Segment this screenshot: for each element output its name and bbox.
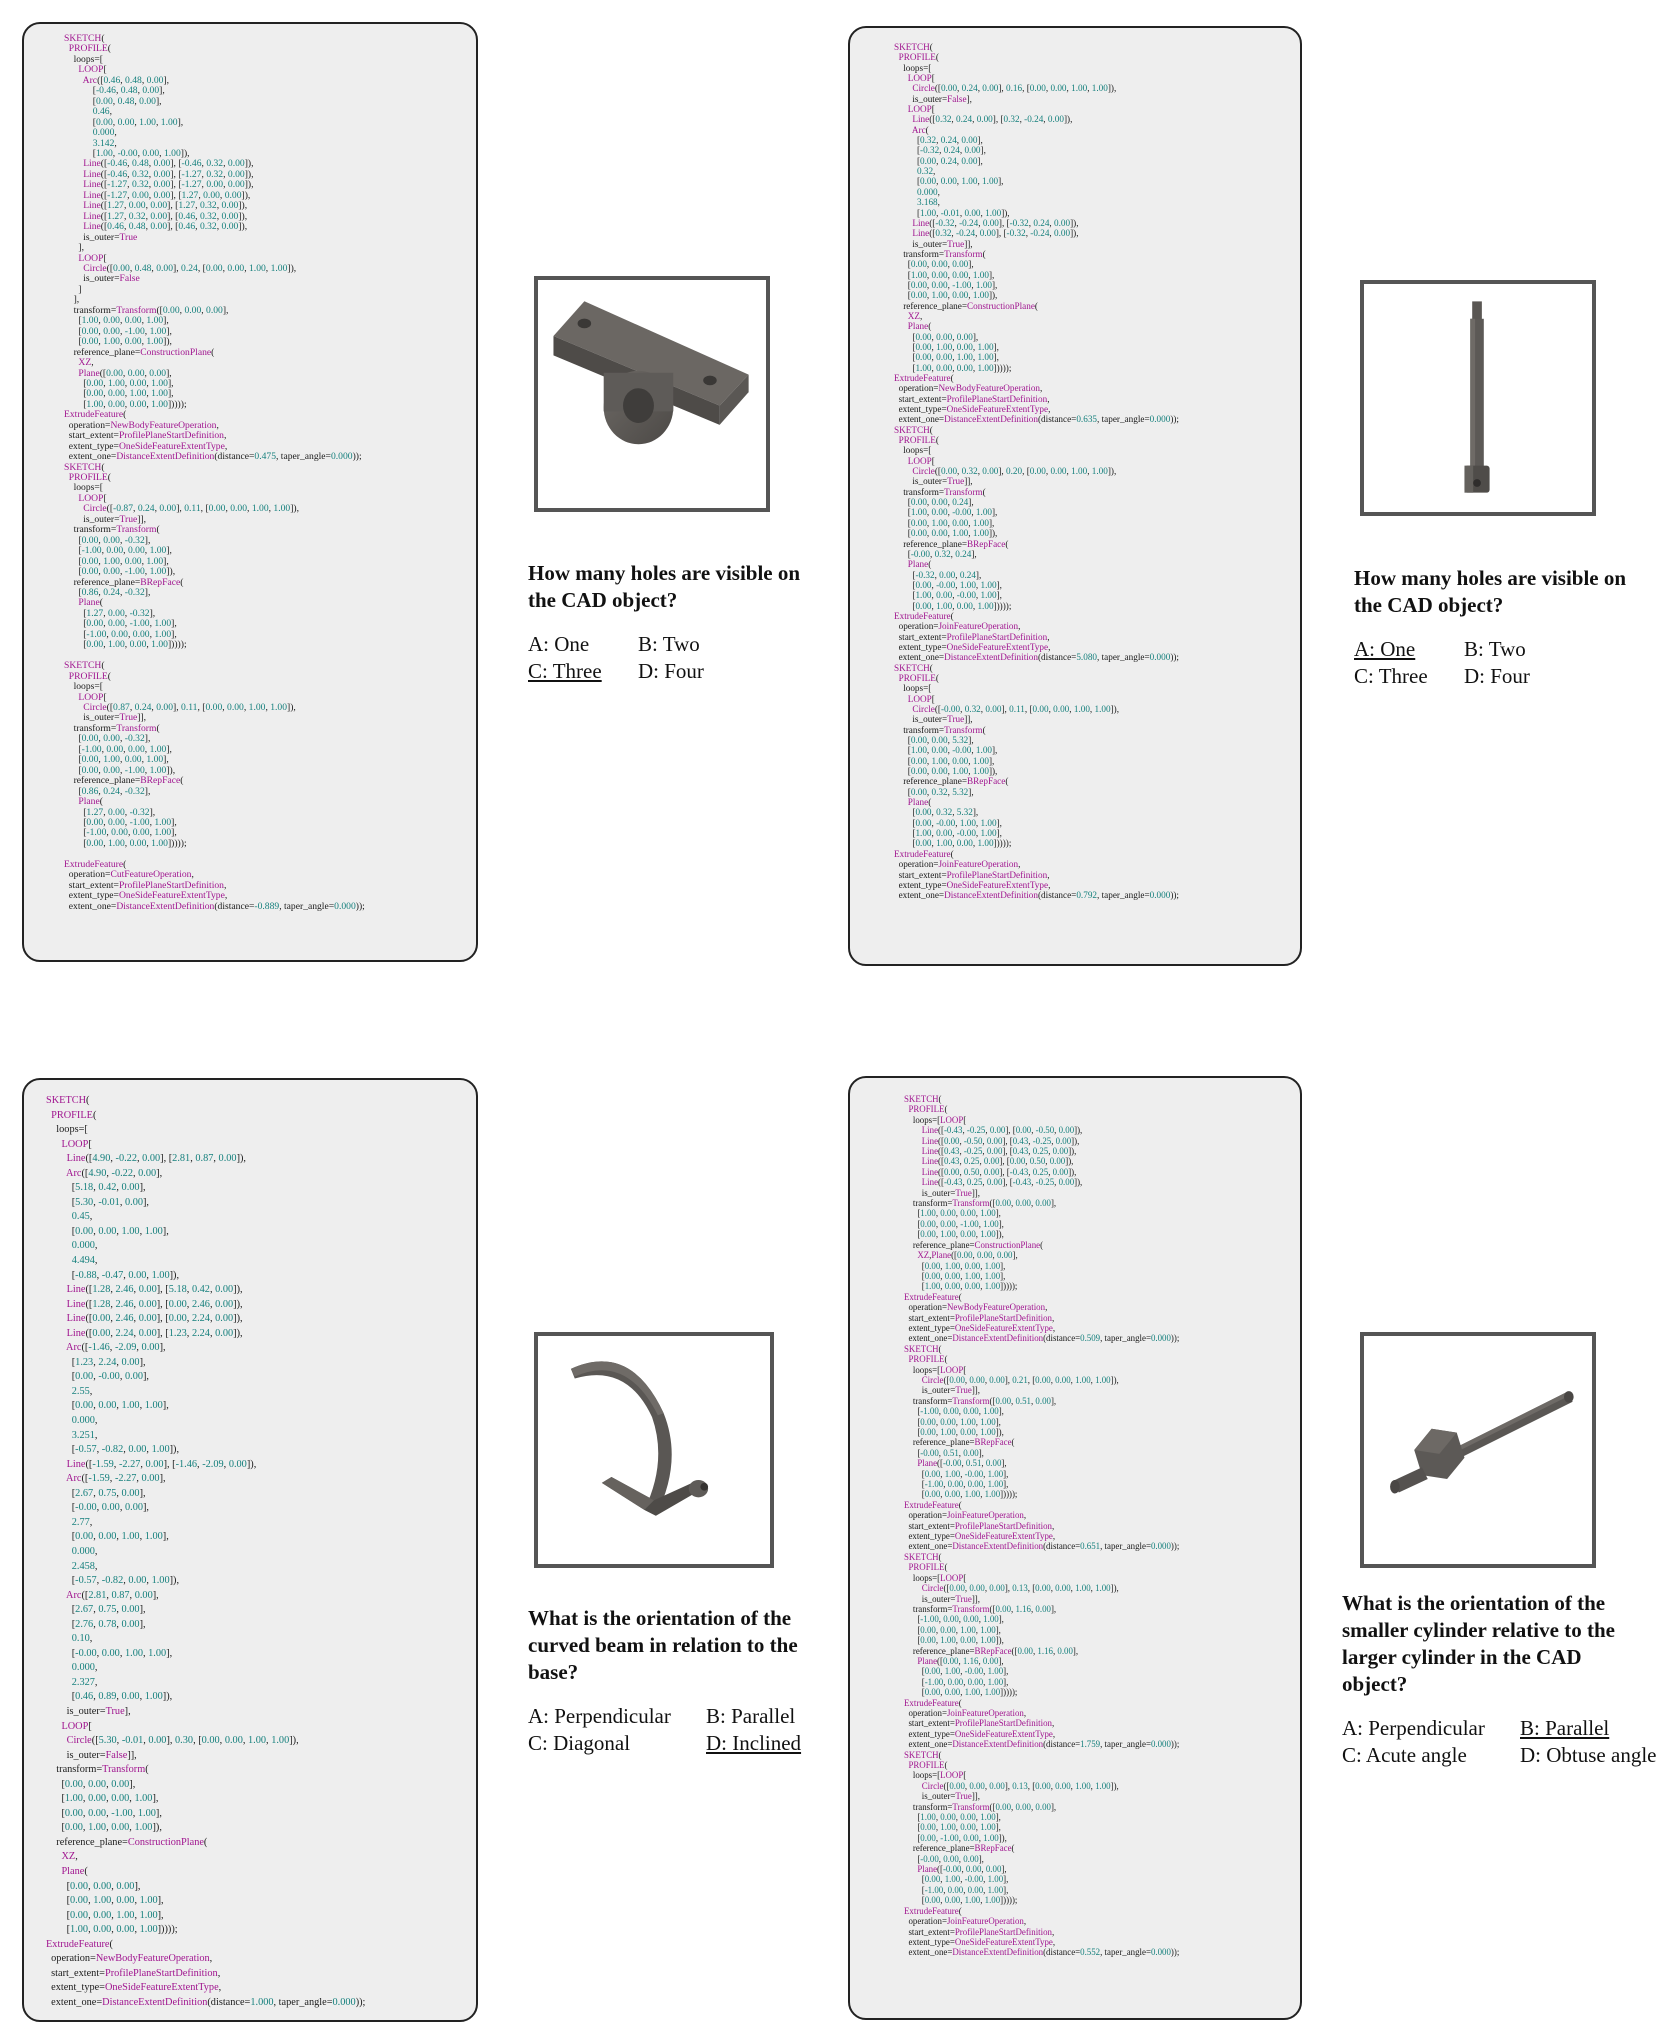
- cad-curved-beam-icon: [570, 1361, 709, 1516]
- answer-option-a[interactable]: A: One: [1354, 637, 1416, 661]
- cad-render-3: [534, 1332, 774, 1568]
- answer-option-a[interactable]: A: Perpendicular: [1342, 1716, 1485, 1740]
- answer-option-d[interactable]: D: Obtuse angle: [1520, 1743, 1657, 1767]
- answer-option-d[interactable]: D: Four: [1464, 664, 1530, 688]
- answer-row: C: Acute angle D: Obtuse angle: [1342, 1742, 1656, 1769]
- answer-option-d[interactable]: D: Inclined: [706, 1731, 802, 1755]
- code-panel-4: SKETCH( PROFILE( loops=[LOOP[ Line([-0.4…: [848, 1076, 1302, 2020]
- code-text: SKETCH( PROFILE( loops=[ LOOP[ Line([4.9…: [46, 1095, 366, 2008]
- answer-option-c[interactable]: C: Diagonal: [528, 1731, 631, 1755]
- code-panel-2: SKETCH( PROFILE( loops=[ LOOP[ Circle([0…: [848, 26, 1302, 966]
- question-text: How many holes are visible on the CAD ob…: [528, 561, 801, 612]
- question-text: How many holes are visible on the CAD ob…: [1354, 566, 1627, 617]
- answer-row: A: One B: Two: [528, 631, 704, 658]
- answer-option-d[interactable]: D: Four: [638, 659, 704, 683]
- answer-option-a[interactable]: A: Perpendicular: [528, 1704, 671, 1728]
- cad-render-2: [1360, 280, 1596, 516]
- answer-row: C: Diagonal D: Inclined: [528, 1730, 801, 1757]
- answer-option-c[interactable]: C: Three: [1354, 664, 1428, 688]
- cad-render-4: [1360, 1332, 1596, 1568]
- cad-render-1: [534, 276, 770, 512]
- cad-hex-shaft-icon: [1390, 1391, 1574, 1494]
- code-text: SKETCH( PROFILE( loops=[LOOP[ Line([-0.4…: [904, 1094, 1180, 1958]
- code-panel-3: SKETCH( PROFILE( loops=[ LOOP[ Line([4.9…: [22, 1078, 478, 2022]
- answer-row: C: Three D: Four: [1354, 663, 1530, 690]
- answer-option-b[interactable]: B: Parallel: [706, 1704, 796, 1728]
- answer-options: A: One B: Two C: Three D: Four: [1354, 636, 1530, 690]
- code-text: SKETCH( PROFILE( loops=[ LOOP[ Circle([0…: [894, 42, 1179, 901]
- answer-row: A: Perpendicular B: Parallel: [528, 1703, 801, 1730]
- answer-row: C: Three D: Four: [528, 658, 704, 685]
- answer-options: A: One B: Two C: Three D: Four: [528, 631, 704, 685]
- answer-option-b[interactable]: B: Two: [638, 632, 700, 656]
- answer-option-b[interactable]: B: Two: [1464, 637, 1526, 661]
- answer-option-a[interactable]: A: One: [528, 632, 590, 656]
- question-text: What is the orientation of the curved be…: [528, 1606, 798, 1684]
- answer-option-c[interactable]: C: Three: [528, 659, 602, 683]
- answer-row: A: Perpendicular B: Parallel: [1342, 1715, 1656, 1742]
- answer-options: A: Perpendicular B: Parallel C: Diagonal D:…: [528, 1703, 801, 1757]
- question-text: What is the orientation of the smaller c…: [1342, 1591, 1615, 1696]
- answer-option-c[interactable]: C: Acute angle: [1342, 1743, 1467, 1767]
- answer-row: A: One B: Two: [1354, 636, 1530, 663]
- code-text: SKETCH( PROFILE( loops=[ LOOP[ Arc([0.46…: [64, 33, 365, 912]
- code-panel-1: SKETCH( PROFILE( loops=[ LOOP[ Arc([0.46…: [22, 22, 478, 962]
- cad-shaft-icon: [1464, 301, 1490, 493]
- answer-option-b[interactable]: B: Parallel: [1520, 1716, 1610, 1740]
- cad-bracket-icon: [553, 301, 749, 445]
